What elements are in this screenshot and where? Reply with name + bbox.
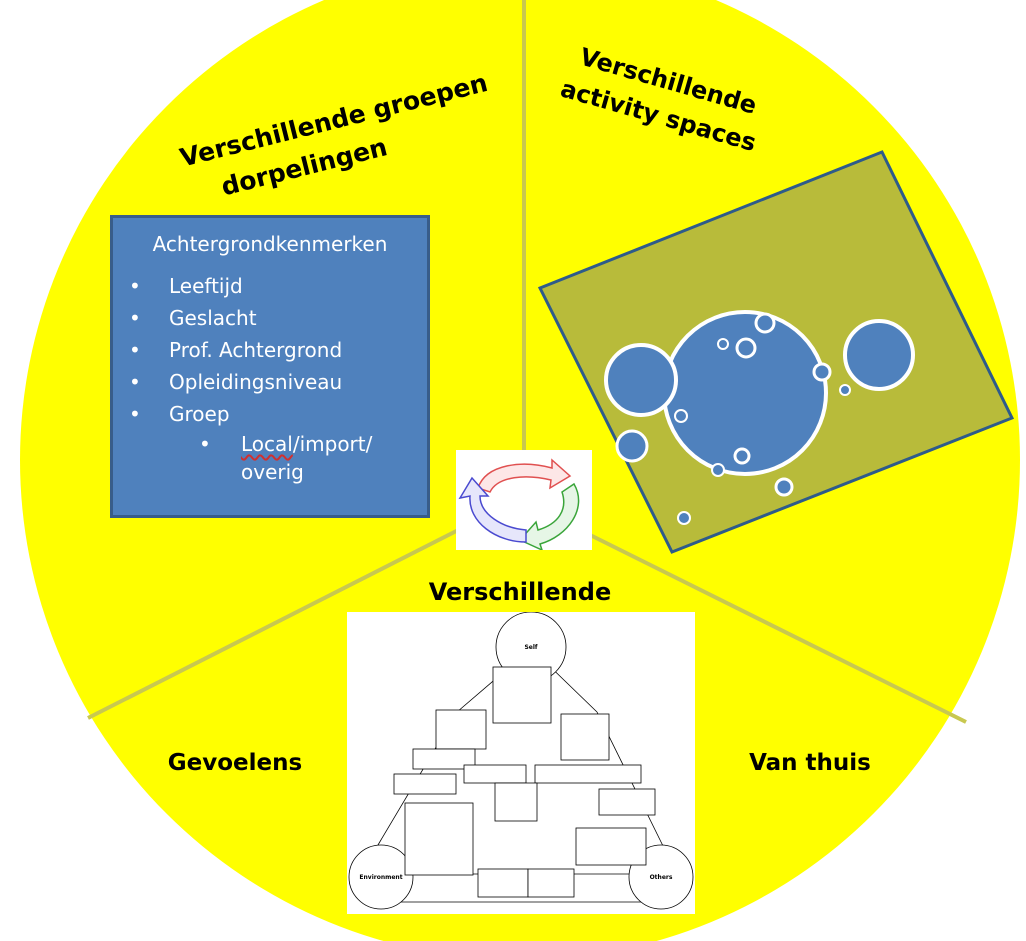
right-circle (843, 319, 915, 391)
hierarchy-environment-label: Environment (359, 874, 402, 881)
sub-item-import: /import/ (292, 432, 373, 456)
tiny-circle-2 (735, 337, 757, 359)
bullet-icon: • (129, 274, 141, 298)
right-label: Van thuis (749, 750, 871, 776)
list-item-label: Geslacht (169, 306, 257, 330)
cycle-arrows-image (456, 450, 592, 552)
pie-divider-right (559, 518, 967, 724)
bullet-icon: • (129, 370, 141, 394)
tiny-circle-9 (774, 477, 794, 497)
list-item: • Geslacht (113, 302, 427, 334)
small-left-circle (615, 429, 649, 463)
hierarchy-diagram-image: Self Environment Others (347, 611, 695, 914)
pie-divider-left (87, 518, 479, 720)
background-characteristics-box: Achtergrondkenmerken • Leeftijd • Geslacht… (110, 215, 430, 518)
environment-circle (348, 844, 414, 910)
tiny-circle-8 (711, 463, 725, 477)
tiny-circle-5 (839, 384, 851, 396)
list-item: • Opleidingsniveau (113, 366, 427, 398)
activity-spaces-square (537, 150, 1015, 554)
left-label: Gevoelens (168, 750, 302, 776)
left-circle (604, 343, 678, 417)
sub-list-item: • Local/import/ (113, 430, 427, 458)
bottom-center-title: Verschillende (429, 578, 611, 606)
green-arrow (518, 482, 580, 552)
list-item: • Leeftijd (113, 270, 427, 302)
tiny-circle-3 (717, 338, 729, 350)
list-item-label: Groep (169, 402, 230, 426)
bullet-icon: • (129, 306, 141, 330)
list-item-label: Leeftijd (169, 274, 243, 298)
bullet-icon: • (129, 402, 141, 426)
bullet-icon: • (129, 338, 141, 362)
hierarchy-self-label: Self (524, 644, 537, 651)
tiny-circle-1 (754, 312, 776, 334)
tiny-circle-6 (674, 409, 688, 423)
red-arrow (477, 458, 572, 493)
tiny-circle-10 (677, 511, 691, 525)
list-item-label: Prof. Achtergrond (169, 338, 343, 362)
blue-arrow (458, 476, 527, 543)
bullet-icon: • (199, 432, 211, 456)
tiny-circle-7 (733, 447, 751, 465)
sub-item-local: Local (241, 432, 293, 456)
list-item-label: Opleidingsniveau (169, 370, 343, 394)
list-item: • Groep (113, 398, 427, 430)
sub-item-overig: overig (241, 460, 304, 484)
hierarchy-others-label: Others (650, 874, 673, 881)
background-list: • Leeftijd • Geslacht • Prof. Achtergrond •… (113, 270, 427, 486)
background-box-heading: Achtergrondkenmerken (152, 232, 388, 256)
sub-list-item-continuation: overig (113, 458, 427, 486)
tiny-circle-4 (812, 362, 832, 382)
list-item: • Prof. Achtergrond (113, 334, 427, 366)
